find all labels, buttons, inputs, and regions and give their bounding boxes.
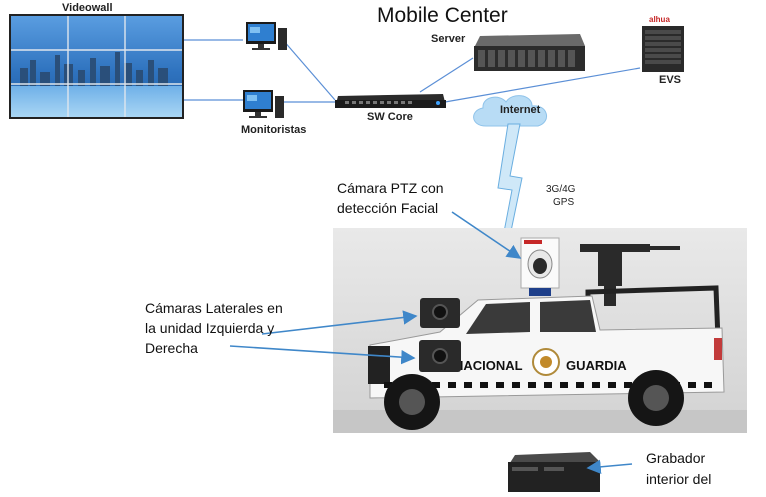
evs-storage-icon [642,26,684,72]
network-type-label: 3G/4G [546,184,576,195]
recorder-annotation-line1: Grabador [646,450,706,466]
lateral-annotation-line2: la unidad Izquierda y [145,320,275,336]
vehicle-text-nacional: NACIONAL [454,358,523,373]
gps-label: GPS [553,197,574,208]
monitoring-workstation-icon [243,90,284,118]
sw-core-label: SW Core [367,111,413,123]
recorder-annotation-line2: interior del [646,471,712,487]
recorder-arrow [586,459,633,475]
ptz-camera-annotation: Cámara PTZ con detección Facial [337,178,487,218]
monitoristas-label: Monitoristas [241,124,306,136]
vehicle-text-guardia: GUARDIA [566,358,627,373]
diagram-title: Mobile Center [377,4,508,27]
side-camera-upper-icon [420,298,460,328]
ptz-annotation-line1: Cámara PTZ con [337,180,444,196]
ptz-annotation-line2: detección Facial [337,200,439,216]
workstation-icon [246,22,287,50]
internet-label: Internet [500,104,541,116]
server-icon [474,34,585,71]
link-pc-switch [282,39,336,101]
videowall-label: Videowall [62,2,113,14]
lateral-annotation-line1: Cámaras Laterales en [145,300,283,316]
internet-cloud-icon [473,95,547,127]
link-switch-server [419,57,474,93]
side-camera-lower-arrow [229,345,416,365]
side-camera-upper-arrow [261,310,418,335]
recorder-annotation: Grabador interior del [646,448,756,490]
mobile-recorder-icon [508,452,600,492]
ptz-camera-icon [520,237,560,296]
network-links [184,39,641,103]
side-camera-lower-icon [419,340,461,372]
ptz-camera-arrow [451,211,522,259]
wireless-link-bolt [497,123,523,237]
side-cameras-annotation: Cámaras Laterales en la unidad Izquierda… [145,298,315,358]
evs-brand-logo: alhua [649,15,670,24]
lateral-annotation-line3: Derecha [145,340,198,356]
server-label: Server [431,33,466,45]
videowall [9,14,184,119]
evs-label: EVS [659,74,681,86]
core-switch-icon [335,94,446,108]
link-switch-evs [444,67,641,103]
